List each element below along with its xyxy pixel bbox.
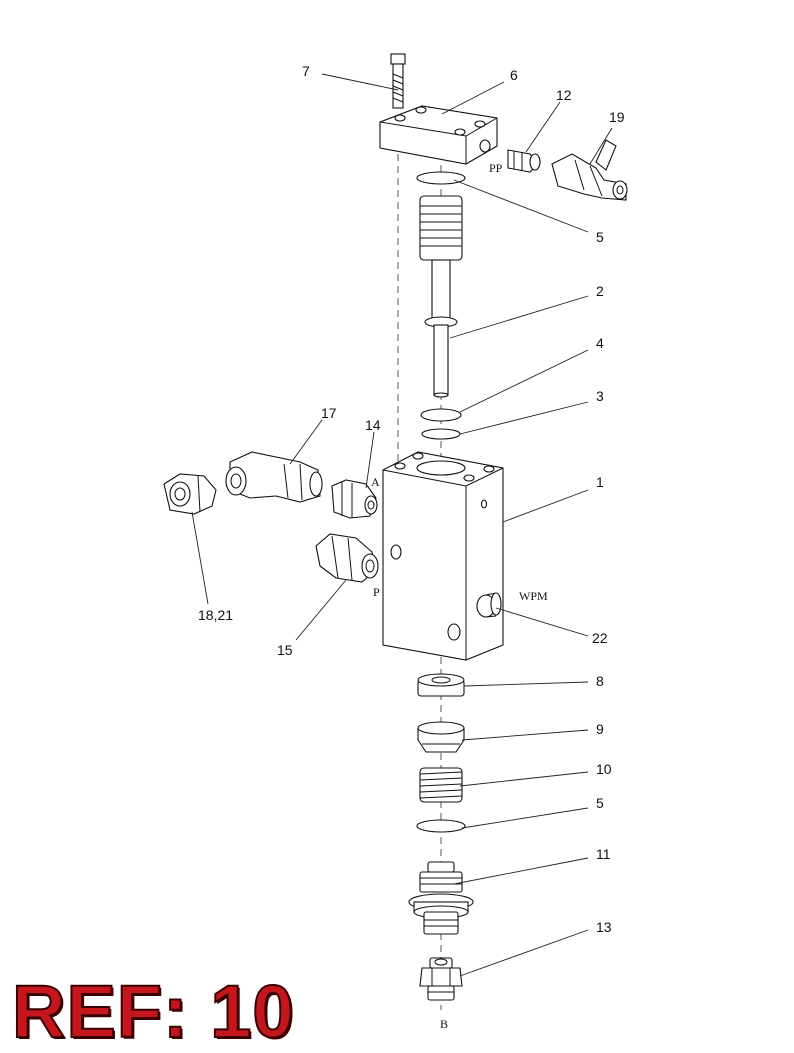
callout-10: 10 xyxy=(596,761,612,777)
callout-8: 8 xyxy=(596,673,604,689)
callout-5-bottom: 5 xyxy=(596,795,604,811)
callout-3: 3 xyxy=(596,388,604,404)
port-label-a: A xyxy=(371,475,380,489)
callout-14: 14 xyxy=(365,417,381,433)
part-11-plug xyxy=(408,861,474,935)
callout-6: 6 xyxy=(510,67,518,83)
callout-9: 9 xyxy=(596,721,604,737)
port-label-wpm: WPM xyxy=(519,589,548,603)
callout-7: 7 xyxy=(302,63,310,79)
leader-lines xyxy=(191,73,613,977)
port-label-pp: PP xyxy=(489,161,503,175)
callout-2: 2 xyxy=(596,283,604,299)
callout-18-21: 18,21 xyxy=(198,607,233,623)
callout-12: 12 xyxy=(556,87,572,103)
part-15-fitting xyxy=(315,533,379,583)
part-13-fitting xyxy=(419,957,463,1001)
part-3-washer xyxy=(421,428,461,440)
part-19-elbow-fitting xyxy=(551,139,628,201)
callout-1: 1 xyxy=(596,474,604,490)
part-4-washer xyxy=(420,408,462,422)
port-label-b: B xyxy=(440,1017,448,1031)
part-10-spring xyxy=(419,767,463,803)
part-17-elbow xyxy=(225,451,323,503)
part-5-o-ring-top xyxy=(416,171,466,185)
part-12-fitting xyxy=(507,149,541,173)
part-14-fitting xyxy=(331,479,378,519)
ref-badge: REF: 10 xyxy=(11,970,295,1053)
callout-22: 22 xyxy=(592,630,608,646)
part-5-o-ring-bottom xyxy=(416,819,466,833)
part-7-bolt xyxy=(390,53,406,109)
callout-5-top: 5 xyxy=(596,229,604,245)
callout-11: 11 xyxy=(596,846,611,862)
port-label-p: P xyxy=(373,585,380,599)
part-6-cap-block xyxy=(379,105,498,165)
callout-15: 15 xyxy=(277,642,293,658)
part-18-21-fitting xyxy=(163,473,217,515)
part-9-guide xyxy=(417,721,465,753)
part-22-plug xyxy=(476,592,502,618)
callout-19: 19 xyxy=(609,109,625,125)
part-2-spool xyxy=(419,195,463,398)
callout-13: 13 xyxy=(596,919,612,935)
part-8-seat xyxy=(417,673,465,697)
part-1-valve-body xyxy=(382,451,504,661)
callout-17: 17 xyxy=(321,405,337,421)
callout-4: 4 xyxy=(596,335,604,351)
